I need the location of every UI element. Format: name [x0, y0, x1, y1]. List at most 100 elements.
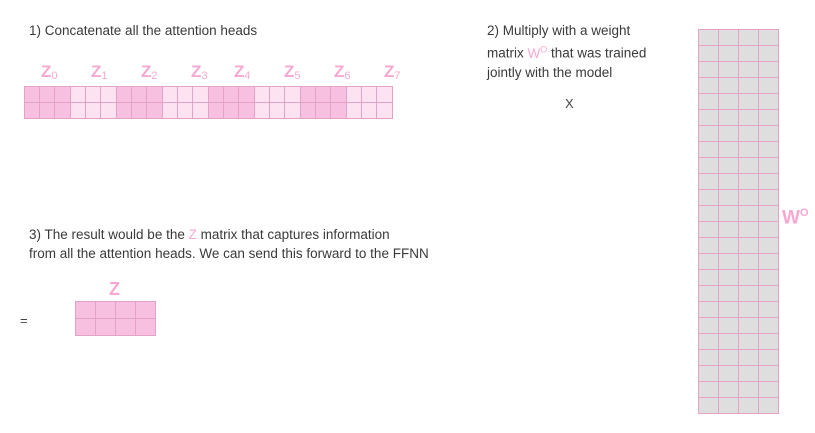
- wo-cell: [698, 349, 719, 366]
- head-label-sub: 1: [101, 70, 108, 82]
- concat-cell: [254, 86, 270, 103]
- z-result-label: Z: [109, 279, 120, 299]
- concat-cell: [70, 102, 86, 119]
- wo-cell: [758, 269, 779, 286]
- concat-cell: [300, 102, 316, 119]
- head-label-main: Z: [91, 62, 102, 81]
- wo-inline-main: W: [527, 45, 541, 61]
- wo-cell: [698, 365, 719, 382]
- wo-cell: [718, 93, 739, 110]
- wo-cell: [718, 205, 739, 222]
- wo-row: [698, 61, 779, 78]
- z-cell: [115, 301, 136, 319]
- concat-row-line: [24, 86, 393, 103]
- concat-cell: [315, 102, 331, 119]
- head-label-z7: Z7: [384, 62, 401, 82]
- wo-cell: [758, 205, 779, 222]
- wo-cell: [738, 125, 759, 142]
- concat-cell: [361, 102, 377, 119]
- wo-label-main: W: [782, 207, 800, 229]
- wo-row: [698, 77, 779, 94]
- head-label-sub: 5: [294, 70, 301, 82]
- concat-cell: [269, 86, 285, 103]
- wo-cell: [718, 333, 739, 350]
- step2-line2-post: that was trained: [547, 45, 647, 61]
- wo-cell: [738, 333, 759, 350]
- concat-cell: [116, 102, 132, 119]
- head-label-sub: 3: [201, 70, 208, 82]
- concat-cell: [131, 86, 147, 103]
- wo-cell: [738, 237, 759, 254]
- concat-row-line: [24, 102, 393, 119]
- wo-row: [698, 93, 779, 110]
- wo-cell: [718, 269, 739, 286]
- head-label-main: Z: [334, 62, 345, 81]
- concat-cell: [330, 86, 347, 103]
- concat-cell: [269, 102, 285, 119]
- wo-row: [698, 109, 779, 126]
- z-cell: [135, 318, 156, 336]
- wo-inline-sup: O: [540, 44, 548, 54]
- wo-cell: [698, 77, 719, 94]
- wo-cell: [698, 45, 719, 62]
- concat-cell: [54, 102, 71, 119]
- wo-cell: [698, 253, 719, 270]
- wo-cell: [698, 301, 719, 318]
- wo-cell: [758, 61, 779, 78]
- concat-cell: [116, 86, 132, 103]
- concat-cell: [208, 102, 224, 119]
- wo-cell: [758, 317, 779, 334]
- wo-cell: [718, 189, 739, 206]
- step3-line1: 3) The result would be the Z matrix that…: [29, 225, 429, 244]
- head-label-sub: 7: [394, 70, 401, 82]
- wo-cell: [718, 61, 739, 78]
- concat-cell: [162, 102, 178, 119]
- wo-cell: [758, 77, 779, 94]
- wo-cell: [698, 109, 719, 126]
- wo-cell: [718, 109, 739, 126]
- wo-cell: [718, 157, 739, 174]
- wo-row: [698, 349, 779, 366]
- z-cell: [135, 301, 156, 319]
- wo-cell: [698, 269, 719, 286]
- wo-cell: [758, 333, 779, 350]
- wo-cell: [738, 61, 759, 78]
- wo-cell: [758, 237, 779, 254]
- concat-cell: [330, 102, 347, 119]
- wo-cell: [698, 381, 719, 398]
- step1-caption: 1) Concatenate all the attention heads: [29, 23, 258, 38]
- step2-caption: 2) Multiply with a weight matrix WO that…: [487, 21, 646, 82]
- head-label-z6: Z6: [334, 62, 351, 82]
- step3-caption: 3) The result would be the Z matrix that…: [29, 225, 429, 263]
- wo-row: [698, 45, 779, 62]
- wo-cell: [718, 253, 739, 270]
- wo-row: [698, 221, 779, 238]
- concat-cell: [238, 86, 255, 103]
- step2-line3: jointly with the model: [487, 64, 613, 80]
- concat-cell: [192, 102, 209, 119]
- wo-cell: [738, 93, 759, 110]
- wo-cell: [758, 157, 779, 174]
- wo-cell: [758, 125, 779, 142]
- concat-cell: [162, 86, 178, 103]
- wo-cell: [738, 173, 759, 190]
- wo-cell: [738, 109, 759, 126]
- concat-cell: [24, 102, 40, 119]
- wo-row: [698, 381, 779, 398]
- concat-cell: [376, 102, 393, 119]
- wo-cell: [758, 29, 779, 46]
- concat-cell: [361, 86, 377, 103]
- z-inline-symbol: Z: [188, 227, 197, 242]
- head-label-main: Z: [284, 62, 295, 81]
- wo-row: [698, 157, 779, 174]
- wo-cell: [758, 45, 779, 62]
- wo-cell: [718, 381, 739, 398]
- concat-cell: [85, 102, 101, 119]
- wo-label: WO: [782, 207, 809, 229]
- z-cell: [115, 318, 136, 336]
- concat-cell: [24, 86, 40, 103]
- concat-cell: [223, 102, 239, 119]
- wo-cell: [758, 173, 779, 190]
- wo-cell: [758, 221, 779, 238]
- wo-cell: [738, 221, 759, 238]
